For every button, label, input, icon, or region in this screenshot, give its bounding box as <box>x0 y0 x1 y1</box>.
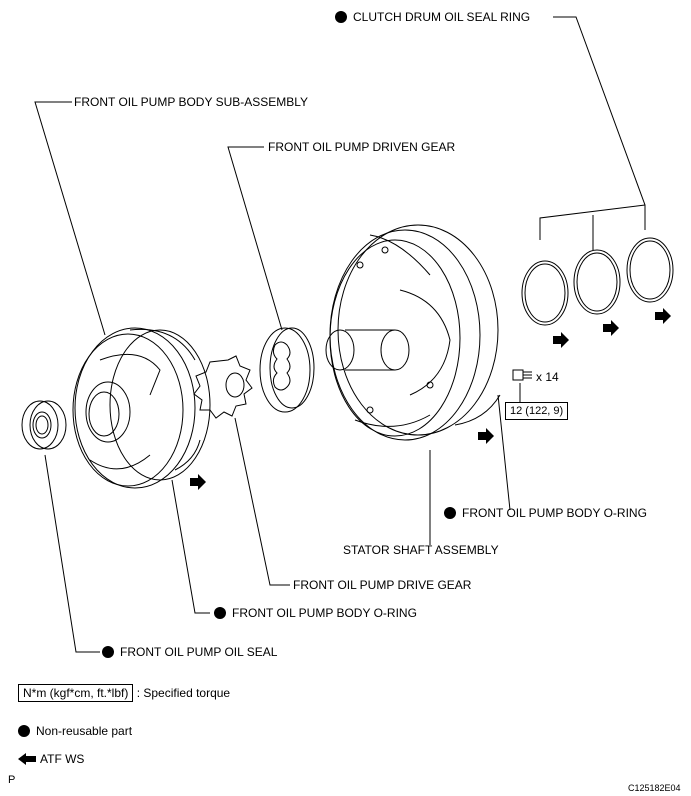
pump-body-part <box>72 327 211 489</box>
legend-atf: ATF WS <box>18 752 84 766</box>
label-driven-gear: FRONT OIL PUMP DRIVEN GEAR <box>268 140 456 154</box>
atf-arrow-icon <box>603 320 619 336</box>
non-reusable-icon <box>444 507 456 519</box>
non-reusable-icon <box>102 646 114 658</box>
filled-circle-icon <box>18 725 30 737</box>
oil-seal-part <box>21 400 67 450</box>
seal-ring-3 <box>626 237 674 303</box>
seal-ring-1 <box>521 260 569 326</box>
atf-arrow-icon <box>190 474 206 490</box>
bolt-quantity: x 14 <box>536 370 559 384</box>
atf-arrow-icon <box>553 332 569 348</box>
non-reusable-icon <box>214 607 226 619</box>
torque-desc: : Specified torque <box>136 686 231 700</box>
page-mark: P <box>8 774 16 786</box>
figure-code: C125182E04 <box>628 783 681 793</box>
label-clutch-drum-seal-ring: CLUTCH DRUM OIL SEAL RING <box>335 10 530 24</box>
seal-ring-2 <box>573 249 621 315</box>
atf-arrow-icon <box>478 428 494 444</box>
leader-oil-seal <box>44 454 100 653</box>
label-body-oring-left: FRONT OIL PUMP BODY O-RING <box>214 606 417 620</box>
drive-gear-part <box>193 355 253 419</box>
torque-units-box: N*m (kgf*cm, ft.*lbf) <box>18 684 134 702</box>
leader-driven-gear <box>227 146 283 331</box>
label-drive-gear: FRONT OIL PUMP DRIVE GEAR <box>293 578 472 592</box>
leader-seal-ring-branch <box>539 204 646 240</box>
legend-torque: N*m (kgf*cm, ft.*lbf) : Specified torque <box>18 684 230 702</box>
bolt-torque-box: 12 (122, 9) <box>505 402 569 420</box>
non-reusable-icon <box>335 11 347 23</box>
bolt-part <box>512 369 532 381</box>
label-body-oring-right: FRONT OIL PUMP BODY O-RING <box>444 506 647 520</box>
label-stator-shaft: STATOR SHAFT ASSEMBLY <box>343 543 499 557</box>
arrow-left-icon <box>18 753 36 765</box>
legend-non-reusable: Non-reusable part <box>18 724 132 738</box>
label-oil-seal: FRONT OIL PUMP OIL SEAL <box>102 645 277 659</box>
leader-pump-body <box>34 101 106 336</box>
leader-body-oring-left <box>171 479 210 614</box>
label-pump-body-subassy: FRONT OIL PUMP BODY SUB-ASSEMBLY <box>74 95 309 109</box>
atf-arrow-icon <box>655 308 671 324</box>
driven-gear-part <box>259 327 315 413</box>
stator-shaft-part <box>325 224 501 441</box>
leader-body-oring-right <box>497 394 511 511</box>
leader-seal-ring <box>553 16 646 230</box>
leader-drive-gear <box>234 417 290 586</box>
